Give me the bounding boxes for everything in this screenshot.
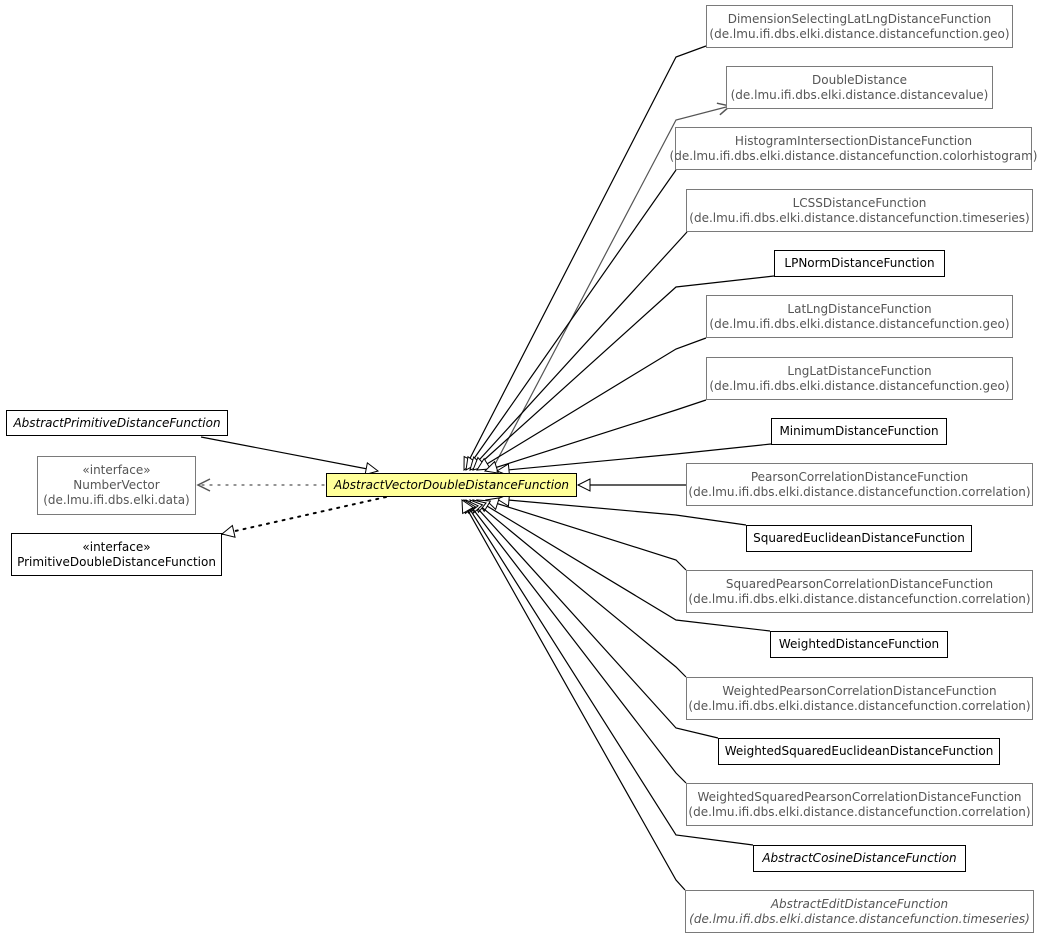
stereotype-label: «interface» <box>82 463 151 477</box>
package-label: (de.lmu.ifi.dbs.elki.data) <box>43 493 190 507</box>
class-name-label: AbstractEditDistanceFunction <box>770 896 949 911</box>
class-box-weighted-squared-pearson-correlation-distance-function[interactable]: WeightedSquaredPearsonCorrelationDistanc… <box>686 783 1033 826</box>
package-label: (de.lmu.ifi.dbs.elki.distance.distancefu… <box>688 591 1031 606</box>
edge-extends <box>576 478 686 492</box>
package-label: (de.lmu.ifi.dbs.elki.distance.distancefu… <box>709 378 1010 393</box>
class-name-label: DoubleDistance <box>812 72 907 87</box>
edge-extends <box>469 499 719 739</box>
package-label: (de.lmu.ifi.dbs.elki.distance.distancefu… <box>689 210 1030 225</box>
class-box-squared-pearson-correlation-distance-function[interactable]: SquaredPearsonCorrelationDistanceFunctio… <box>686 570 1033 613</box>
class-name-label: AbstractVectorDoubleDistanceFunction <box>333 477 570 492</box>
class-box-abstract-cosine-distance-function[interactable]: AbstractCosineDistanceFunction <box>753 845 966 872</box>
class-box-lp-norm-distance-function[interactable]: LPNormDistanceFunction <box>774 250 945 277</box>
class-box-abstract-vector-double-distance-function[interactable]: AbstractVectorDoubleDistanceFunction <box>326 473 577 497</box>
edge-extends <box>483 399 707 474</box>
class-name-label: NumberVector <box>73 478 160 492</box>
class-box-histogram-intersection-distance-function[interactable]: HistogramIntersectionDistanceFunction(de… <box>670 127 1037 170</box>
class-box-lcss-distance-function[interactable]: LCSSDistanceFunction(de.lmu.ifi.dbs.elki… <box>686 189 1033 232</box>
class-name-label: HistogramIntersectionDistanceFunction <box>734 133 973 148</box>
stereotype-label: «interface» <box>82 539 151 554</box>
edge-extends <box>465 499 687 784</box>
package-label: (de.lmu.ifi.dbs.elki.distance.distancefu… <box>709 26 1010 41</box>
edge-extends <box>484 497 687 571</box>
class-name-label: WeightedSquaredPearsonCorrelationDistanc… <box>697 789 1022 804</box>
class-name-label: PearsonCorrelationDistanceFunction <box>750 469 969 484</box>
class-box-abstract-primitive-distance-function[interactable]: AbstractPrimitiveDistanceFunction <box>6 410 228 436</box>
edge-extends <box>463 45 707 471</box>
class-box-number-vector[interactable]: «interface»NumberVector(de.lmu.ifi.dbs.e… <box>37 456 196 515</box>
edge-implements <box>220 496 387 538</box>
class-name-label: AbstractCosineDistanceFunction <box>762 851 957 865</box>
class-box-lat-lng-distance-function[interactable]: LatLngDistanceFunction(de.lmu.ifi.dbs.el… <box>706 295 1013 338</box>
class-name-label: PrimitiveDoubleDistanceFunction <box>17 554 216 569</box>
package-label: (de.lmu.ifi.dbs.elki.distance.distanceva… <box>730 87 989 102</box>
class-name-label: AbstractPrimitiveDistanceFunction <box>13 415 221 430</box>
class-name-label: WeightedPearsonCorrelationDistanceFuncti… <box>722 683 997 698</box>
class-box-abstract-edit-distance-function[interactable]: AbstractEditDistanceFunction(de.lmu.ifi.… <box>685 890 1034 933</box>
class-name-label: LCSSDistanceFunction <box>792 195 927 210</box>
class-name-label: MinimumDistanceFunction <box>779 424 939 438</box>
class-name-label: WeightedDistanceFunction <box>778 637 940 651</box>
edge-extends <box>476 337 707 471</box>
package-label: (de.lmu.ifi.dbs.elki.distance.distancefu… <box>688 484 1031 499</box>
class-box-weighted-distance-function[interactable]: WeightedDistanceFunction <box>770 631 948 658</box>
class-name-label: SquaredPearsonCorrelationDistanceFunctio… <box>725 576 994 591</box>
class-box-dimension-selecting-lat-lng-distance-function[interactable]: DimensionSelectingLatLngDistanceFunction… <box>706 5 1013 48</box>
class-box-lng-lat-distance-function[interactable]: LngLatDistanceFunction(de.lmu.ifi.dbs.el… <box>706 357 1013 400</box>
class-name-label: LatLngDistanceFunction <box>787 301 932 316</box>
edge-extends <box>461 499 686 891</box>
class-box-weighted-pearson-correlation-distance-function[interactable]: WeightedPearsonCorrelationDistanceFuncti… <box>686 677 1033 720</box>
class-box-squared-euclidean-distance-function[interactable]: SquaredEuclideanDistanceFunction <box>746 525 972 552</box>
class-box-minimum-distance-function[interactable]: MinimumDistanceFunction <box>771 418 947 445</box>
class-name-label: DimensionSelectingLatLngDistanceFunction <box>727 11 992 26</box>
class-name-label: WeightedSquaredEuclideanDistanceFunction <box>724 744 994 758</box>
class-box-primitive-double-distance-function[interactable]: «interface»PrimitiveDoubleDistanceFuncti… <box>11 533 222 576</box>
class-name-label: LPNormDistanceFunction <box>784 256 935 270</box>
edge-extends <box>472 499 687 678</box>
edge-uses <box>196 478 325 492</box>
package-label: (de.lmu.ifi.dbs.elki.distance.distancefu… <box>709 316 1010 331</box>
edge-extends <box>200 436 380 476</box>
edge-extends <box>469 231 688 471</box>
class-name-label: LngLatDistanceFunction <box>787 363 932 378</box>
package-label: (de.lmu.ifi.dbs.elki.distance.distancefu… <box>669 148 1038 163</box>
class-box-weighted-squared-euclidean-distance-function[interactable]: WeightedSquaredEuclideanDistanceFunction <box>718 738 1000 765</box>
package-label: (de.lmu.ifi.dbs.elki.distance.distancefu… <box>688 698 1031 713</box>
class-box-double-distance[interactable]: DoubleDistance(de.lmu.ifi.dbs.elki.dista… <box>726 66 993 109</box>
package-label: (de.lmu.ifi.dbs.elki.distance.distancefu… <box>689 911 1030 926</box>
package-label: (de.lmu.ifi.dbs.elki.distance.distancefu… <box>688 804 1031 819</box>
class-box-pearson-correlation-distance-function[interactable]: PearsonCorrelationDistanceFunction(de.lm… <box>686 463 1033 506</box>
class-name-label: SquaredEuclideanDistanceFunction <box>753 531 965 545</box>
edge-extends <box>465 169 677 471</box>
